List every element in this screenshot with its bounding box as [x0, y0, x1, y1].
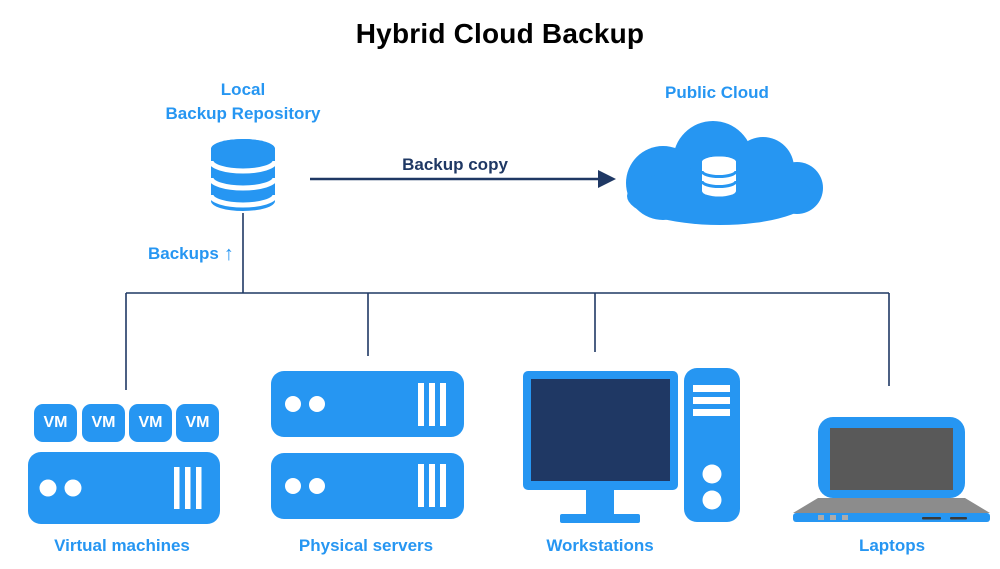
vm-badge: VM — [176, 404, 219, 442]
monitor-screen — [531, 379, 670, 481]
virtual-machines-label: Virtual machines — [54, 536, 190, 555]
connector-tree — [125, 213, 890, 390]
up-arrow-icon: ↑ — [223, 243, 234, 265]
page-title: Hybrid Cloud Backup — [355, 18, 645, 49]
server-icon — [28, 452, 220, 524]
laptop-screen — [830, 428, 953, 490]
arrow-head-icon — [598, 170, 616, 188]
laptop-icon — [793, 417, 990, 522]
workstations-label: Workstations — [546, 536, 654, 555]
server-stack-icon — [271, 371, 464, 519]
cloud-inner-database-icon — [700, 156, 738, 197]
backups-label-row: Backups ↑ — [148, 244, 234, 264]
database-icon — [208, 139, 278, 211]
backup-copy-arrow — [310, 170, 616, 188]
backups-label: Backups — [148, 244, 219, 263]
physical-servers-label: Physical servers — [298, 536, 434, 555]
public-cloud-label: Public Cloud — [665, 83, 769, 102]
laptops-label: Laptops — [858, 536, 926, 555]
local-repository-label: Local Backup Repository — [165, 80, 321, 123]
cloud-database-icon — [626, 121, 823, 225]
backup-copy-label: Backup copy — [402, 155, 508, 174]
vm-badge: VM — [34, 404, 77, 442]
vm-badge: VM — [129, 404, 172, 442]
desktop-computer-icon — [523, 368, 740, 523]
vm-badge: VM — [82, 404, 125, 442]
